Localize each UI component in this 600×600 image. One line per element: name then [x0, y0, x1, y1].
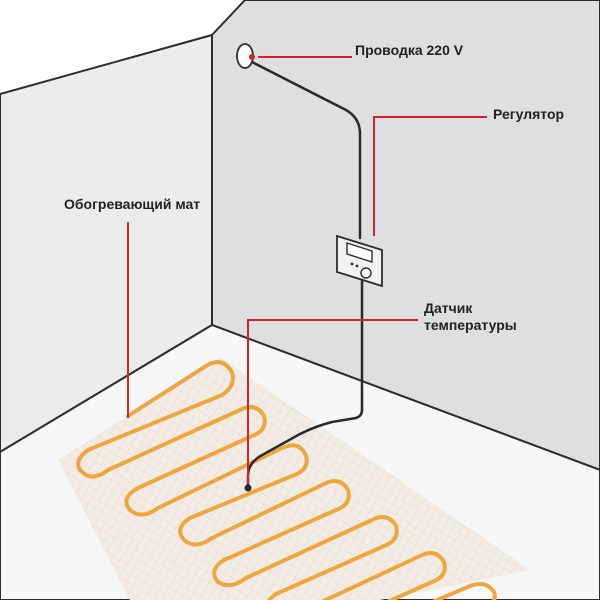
label-temperature-sensor: Датчик температуры [424, 300, 517, 334]
label-sensor-line-2: температуры [424, 317, 517, 333]
regulator-cable [246, 278, 364, 490]
leader-line-regulator [373, 116, 487, 236]
label-wiring-220v: Проводка 220 V [355, 42, 464, 58]
power-cable [246, 58, 362, 240]
heating-cable [76, 360, 497, 600]
temperature-sensor [244, 484, 252, 492]
leader-line-sensor [247, 319, 418, 484]
heating-mat-mesh [58, 357, 530, 600]
label-sensor-line-1: Датчик [424, 300, 473, 316]
label-heating-mat: Обогревающий мат [64, 196, 201, 212]
thermostat-icon [336, 234, 383, 288]
leader-dot-wiring [249, 54, 255, 60]
label-regulator: Регулятор [493, 106, 565, 122]
